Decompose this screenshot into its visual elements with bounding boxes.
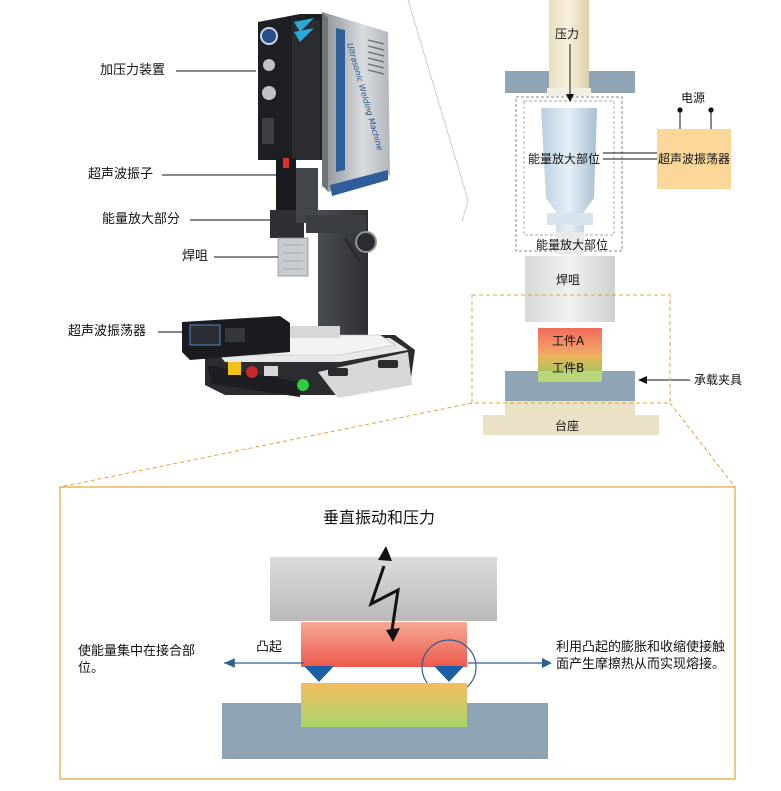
vibration-arrow-icon (368, 565, 400, 631)
machine-head (322, 12, 390, 192)
pressure-rod (549, 0, 589, 82)
warning-sign (228, 362, 241, 375)
detail-title: 垂直振动和压力 (323, 508, 436, 527)
emergency-stop-button (246, 366, 258, 378)
control-panel (258, 14, 322, 160)
lower-part (301, 683, 467, 727)
start-button (297, 379, 309, 391)
booster-body (541, 108, 597, 232)
upper-part (301, 622, 467, 667)
label-bump: 凸起 (256, 640, 283, 655)
generator-unit (182, 316, 290, 360)
knob-icon (262, 86, 276, 100)
transducer (276, 158, 296, 218)
label-power: 电源 (681, 91, 706, 105)
welding-schematic (59, 0, 736, 488)
label-weld-horn: 焊咀 (556, 273, 581, 287)
detail-panel (59, 486, 736, 780)
energy-director-left (304, 666, 334, 682)
power-terminal-icon (708, 107, 714, 113)
pressure-gauge-icon (260, 27, 278, 45)
handwheel-icon (355, 231, 377, 253)
label-booster-2: 能量放大部位 (536, 238, 609, 252)
zoom-region (471, 294, 671, 404)
power-terminal-icon (677, 107, 683, 113)
dashed-housing-inner (523, 100, 615, 236)
label-transducer: 超声波振子 (88, 167, 154, 182)
label-generator: 超声波振荡器 (68, 324, 147, 339)
note-left: 使能量集中在接合部位。 (78, 644, 196, 676)
knob-icon (263, 59, 275, 71)
label-base: 台座 (555, 419, 580, 433)
label-pressure: 压力 (555, 27, 580, 41)
label-fixture: 承载夹具 (694, 373, 743, 387)
label-pressure-device: 加压力装置 (100, 63, 166, 78)
label-horn: 焊咀 (182, 249, 209, 264)
label-booster: 能量放大部分 (102, 212, 181, 227)
weld-horn (525, 256, 615, 322)
welding-machine-illustration: Ultrasonic Welding Machine (158, 12, 415, 398)
label-workpiece-a: 工件A (552, 334, 585, 348)
generator-box (657, 129, 731, 189)
label-generator-box: 超声波振荡器 (658, 152, 731, 166)
label-booster-1: 能量放大部位 (528, 152, 601, 166)
energy-director-right (434, 666, 464, 682)
label-workpiece-b: 工件B (552, 361, 585, 375)
note-right: 利用凸起的膨胀和收缩使接触面产生摩擦热从而实现熔接。 (556, 640, 726, 672)
base-platform (483, 415, 659, 435)
workpiece-a (538, 328, 602, 354)
horn-tool (277, 237, 309, 277)
